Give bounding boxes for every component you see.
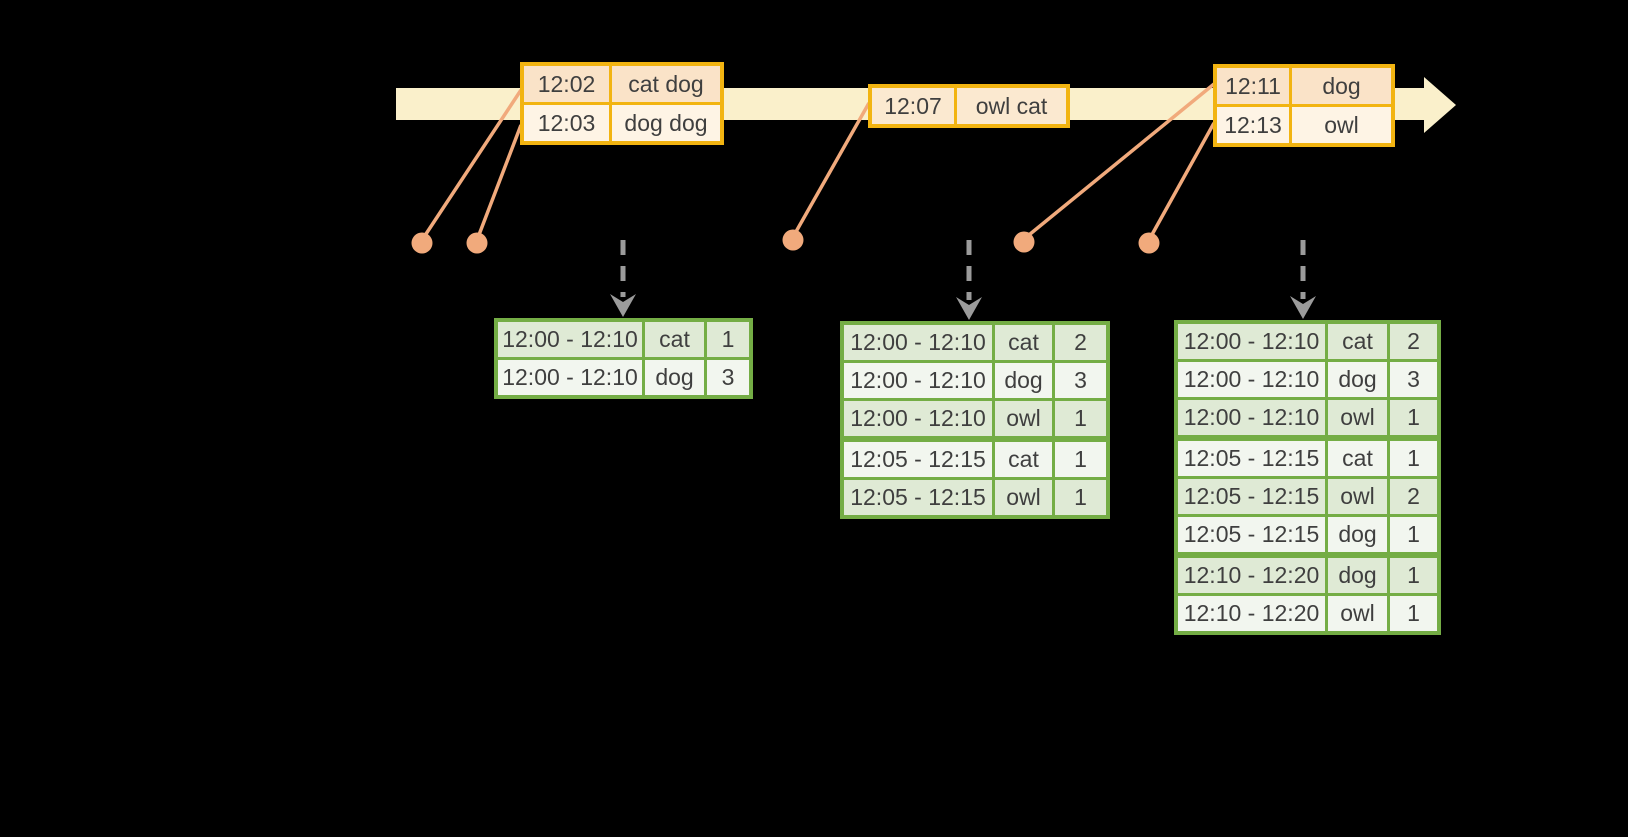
result-row: 12:00 - 12:10 owl 1 (1178, 400, 1437, 435)
word-cell: cat (995, 442, 1052, 477)
word-cell: cat (645, 322, 704, 357)
word-cell: owl (995, 480, 1052, 515)
window-cell: 12:10 - 12:20 (1178, 596, 1325, 631)
event-dot-icon (1013, 231, 1035, 253)
event-dots (411, 229, 1160, 254)
event-row: 12:13 owl (1217, 107, 1391, 143)
result-row: 12:00 - 12:10 dog 3 (1178, 362, 1437, 397)
result-row: 12:05 - 12:15 owl 1 (844, 480, 1106, 515)
trigger-arrows (620, 240, 1306, 300)
count-cell: 1 (1055, 480, 1106, 515)
event-table-3: 12:11 dog 12:13 owl (1213, 64, 1395, 147)
connector-line (420, 89, 523, 241)
result-row: 12:00 - 12:10 cat 2 (844, 325, 1106, 360)
event-words: owl cat (957, 88, 1066, 124)
count-cell: 1 (1390, 558, 1437, 593)
timeline-arrowhead-icon (1424, 77, 1456, 133)
event-words: dog (1292, 68, 1391, 104)
window-cell: 12:00 - 12:10 (844, 401, 992, 436)
event-row: 12:07 owl cat (872, 88, 1066, 124)
down-arrowhead-icon (956, 297, 982, 320)
word-cell: owl (1328, 400, 1387, 435)
word-cell: cat (1328, 324, 1387, 359)
window-cell: 12:00 - 12:10 (844, 363, 992, 398)
word-cell: owl (995, 401, 1052, 436)
word-cell: owl (1328, 596, 1387, 631)
count-cell: 1 (1055, 442, 1106, 477)
window-cell: 12:10 - 12:20 (1178, 558, 1325, 593)
window-cell: 12:00 - 12:10 (1178, 362, 1325, 397)
event-table-2: 12:07 owl cat (868, 84, 1070, 128)
event-time: 12:02 (524, 66, 609, 102)
window-cell: 12:05 - 12:15 (844, 480, 992, 515)
result-table-3: 12:00 - 12:10 cat 2 12:00 - 12:10 dog 3 … (1174, 320, 1441, 635)
event-row: 12:11 dog (1217, 68, 1391, 104)
down-arrowhead-icon (610, 294, 636, 317)
connector-line (791, 102, 871, 238)
result-row: 12:05 - 12:15 owl 2 (1178, 479, 1437, 514)
count-cell: 2 (1390, 324, 1437, 359)
event-time: 12:07 (872, 88, 954, 124)
result-row: 12:05 - 12:15 cat 1 (1178, 441, 1437, 476)
event-dot-icon (782, 229, 804, 251)
word-cell: cat (1328, 441, 1387, 476)
count-cell: 1 (707, 322, 749, 357)
event-words: cat dog (612, 66, 720, 102)
event-words: owl (1292, 107, 1391, 143)
event-table-1: 12:02 cat dog 12:03 dog dog (520, 62, 724, 145)
event-words: dog dog (612, 105, 720, 141)
result-row: 12:00 - 12:10 cat 1 (498, 322, 749, 357)
connector-line (475, 124, 523, 241)
window-cell: 12:05 - 12:15 (1178, 479, 1325, 514)
count-cell: 1 (1390, 400, 1437, 435)
word-cell: dog (1328, 362, 1387, 397)
window-cell: 12:00 - 12:10 (1178, 324, 1325, 359)
count-cell: 2 (1055, 325, 1106, 360)
result-row: 12:10 - 12:20 owl 1 (1178, 596, 1437, 631)
word-cell: dog (1328, 558, 1387, 593)
count-cell: 1 (1390, 441, 1437, 476)
window-cell: 12:00 - 12:10 (1178, 400, 1325, 435)
event-time: 12:11 (1217, 68, 1289, 104)
count-cell: 2 (1390, 479, 1437, 514)
word-cell: dog (995, 363, 1052, 398)
down-arrowhead-icon (1290, 296, 1316, 319)
result-row: 12:00 - 12:10 cat 2 (1178, 324, 1437, 359)
event-connector-lines (420, 82, 1216, 241)
window-cell: 12:05 - 12:15 (1178, 517, 1325, 552)
window-cell: 12:00 - 12:10 (844, 325, 992, 360)
event-dot-icon (411, 232, 433, 254)
count-cell: 3 (1390, 362, 1437, 397)
result-row: 12:10 - 12:20 dog 1 (1178, 558, 1437, 593)
event-row: 12:02 cat dog (524, 66, 720, 102)
event-time: 12:13 (1217, 107, 1289, 143)
word-cell: cat (995, 325, 1052, 360)
event-dot-icon (1138, 232, 1160, 254)
window-cell: 12:00 - 12:10 (498, 322, 642, 357)
word-cell: dog (645, 360, 704, 395)
word-cell: owl (1328, 479, 1387, 514)
result-row: 12:00 - 12:10 dog 3 (498, 360, 749, 395)
result-row: 12:05 - 12:15 dog 1 (1178, 517, 1437, 552)
connector-line (1147, 122, 1216, 241)
event-dot-icon (466, 232, 488, 254)
result-table-2: 12:00 - 12:10 cat 2 12:00 - 12:10 dog 3 … (840, 321, 1110, 519)
count-cell: 1 (1055, 401, 1106, 436)
result-row: 12:05 - 12:15 cat 1 (844, 442, 1106, 477)
window-cell: 12:00 - 12:10 (498, 360, 642, 395)
result-row: 12:00 - 12:10 dog 3 (844, 363, 1106, 398)
connector-line (1022, 82, 1216, 241)
result-table-1: 12:00 - 12:10 cat 1 12:00 - 12:10 dog 3 (494, 318, 753, 399)
event-time: 12:03 (524, 105, 609, 141)
count-cell: 3 (1055, 363, 1106, 398)
count-cell: 3 (707, 360, 749, 395)
event-row: 12:03 dog dog (524, 105, 720, 141)
count-cell: 1 (1390, 596, 1437, 631)
count-cell: 1 (1390, 517, 1437, 552)
trigger-arrowheads (610, 294, 1316, 320)
result-row: 12:00 - 12:10 owl 1 (844, 401, 1106, 436)
word-cell: dog (1328, 517, 1387, 552)
window-cell: 12:05 - 12:15 (844, 442, 992, 477)
window-cell: 12:05 - 12:15 (1178, 441, 1325, 476)
